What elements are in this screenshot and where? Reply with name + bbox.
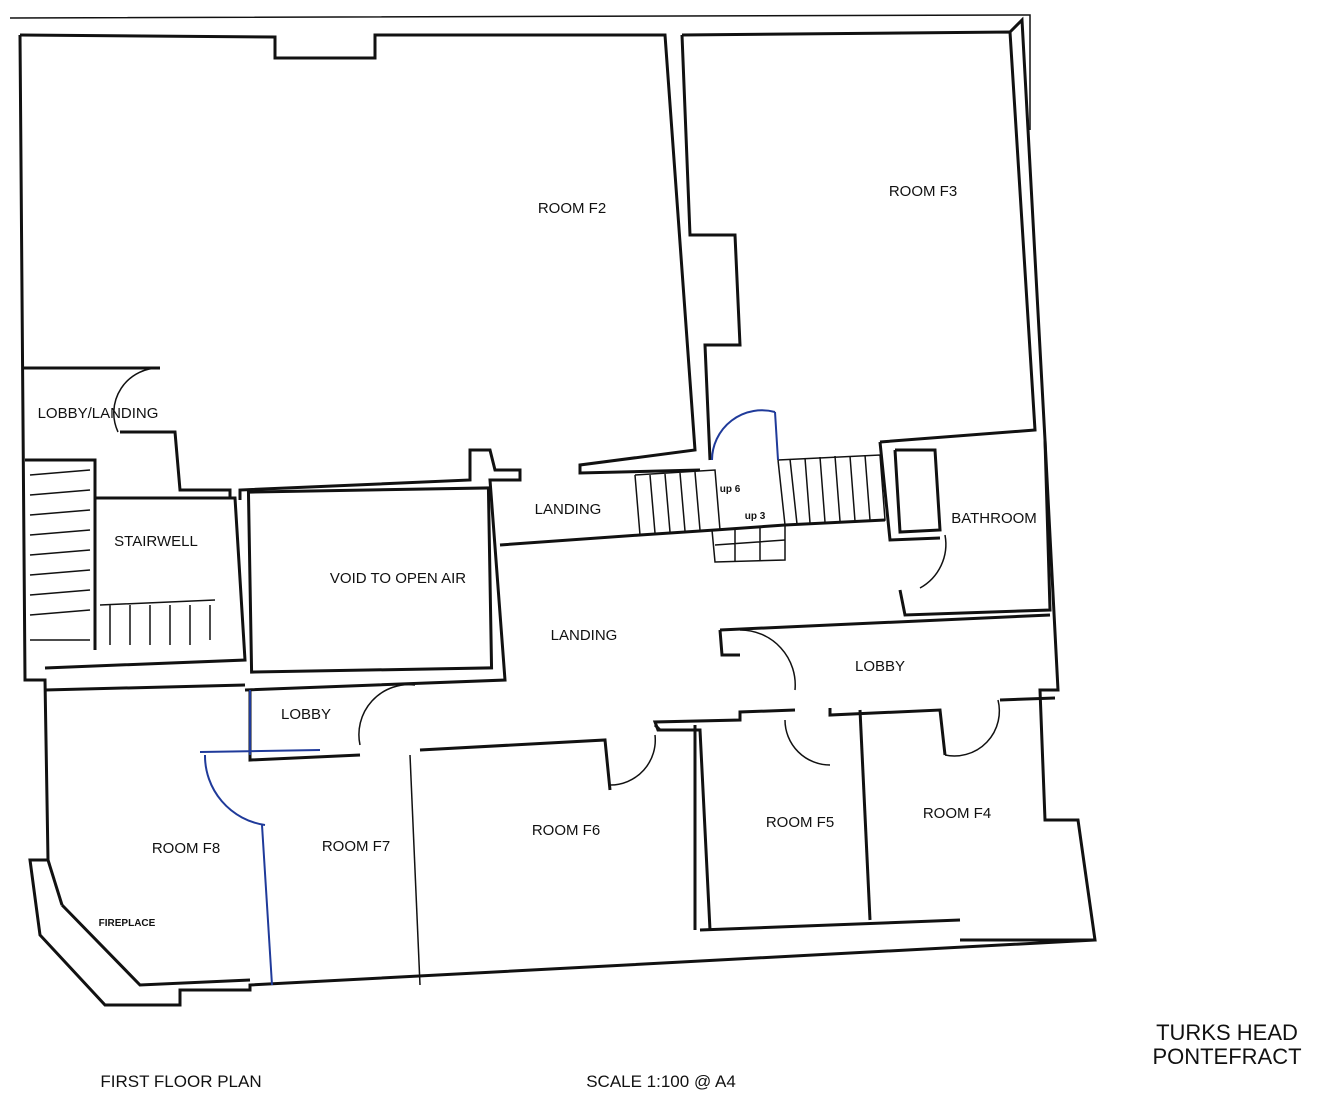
label-landing-main: LANDING xyxy=(551,627,618,644)
label-bathroom: BATHROOM xyxy=(951,510,1037,527)
walls xyxy=(9,14,1097,1007)
label-void: VOID TO OPEN AIR xyxy=(330,570,466,587)
label-fireplace: FIREPLACE xyxy=(99,918,156,929)
label-room-f8: ROOM F8 xyxy=(152,840,220,857)
label-room-f7: ROOM F7 xyxy=(322,838,390,855)
label-lobby-right: LOBBY xyxy=(855,658,905,675)
label-room-f3: ROOM F3 xyxy=(889,183,957,200)
label-landing-upper: LANDING xyxy=(535,501,602,518)
label-lobby-landing: LOBBY/LANDING xyxy=(38,405,159,422)
label-room-f4: ROOM F4 xyxy=(923,805,991,822)
plan-scale: SCALE 1:100 @ A4 xyxy=(586,1072,736,1091)
label-room-f2: ROOM F2 xyxy=(538,200,606,217)
room-labels: ROOM F2 ROOM F3 LOBBY/LANDING STAIRWELL … xyxy=(38,183,1037,929)
door-swings xyxy=(113,367,1001,986)
plan-title: FIRST FLOOR PLAN xyxy=(100,1072,261,1091)
label-stairs-up3: up 3 xyxy=(745,511,766,522)
label-room-f5: ROOM F5 xyxy=(766,814,834,831)
label-lobby-left: LOBBY xyxy=(281,706,331,723)
stair-treads xyxy=(29,454,871,645)
building-name: TURKS HEAD xyxy=(1156,1020,1298,1045)
label-stairs-up6: up 6 xyxy=(720,484,741,495)
title-block: FIRST FLOOR PLAN SCALE 1:100 @ A4 TURKS … xyxy=(100,1020,1301,1091)
building-town: PONTEFRACT xyxy=(1152,1044,1301,1069)
label-room-f6: ROOM F6 xyxy=(532,822,600,839)
label-stairwell: STAIRWELL xyxy=(114,533,198,550)
